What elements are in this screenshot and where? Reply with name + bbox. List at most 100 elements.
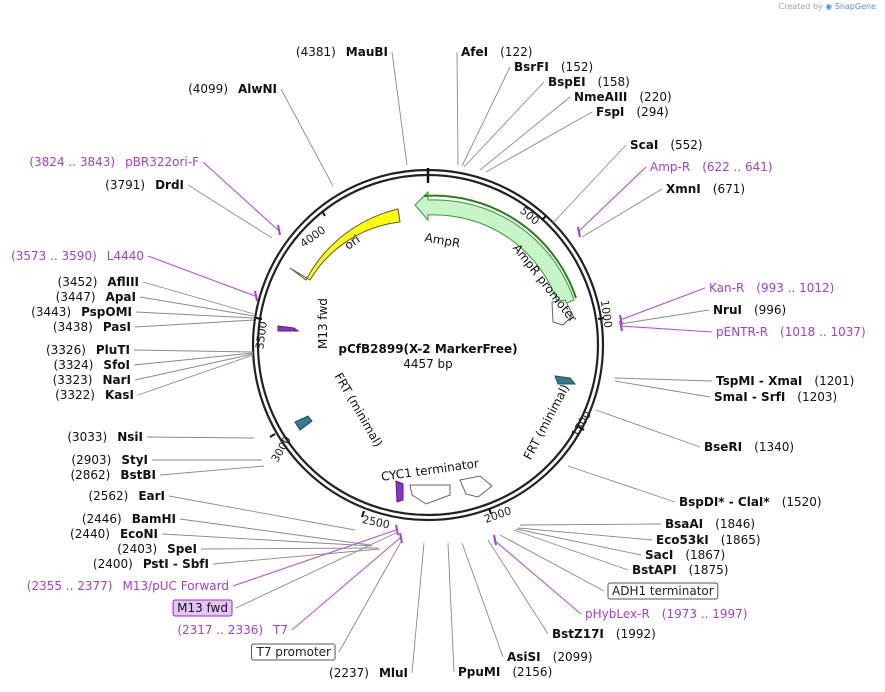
tick-mark (361, 510, 365, 518)
frt-arrow[interactable] (554, 375, 577, 385)
site-label-text: Kan-R(993 .. 1012) (709, 281, 834, 295)
enzyme-site-label[interactable]: (3447) ApaI (56, 290, 136, 304)
feature-label-box[interactable]: T7 promoter (251, 643, 336, 661)
site-position: (3447) (56, 290, 96, 304)
feature-ampr[interactable]: AmpR (414, 190, 577, 307)
primer-label[interactable]: (3824 .. 3843)pBR322ori-F (29, 155, 199, 169)
site-position: (1201) (814, 374, 854, 388)
enzyme-site-label[interactable]: FspI(294) (596, 105, 669, 119)
enzyme-site-label[interactable]: AsiSI(2099) (507, 650, 593, 664)
site-name: EarI (138, 489, 165, 503)
feature-label-box[interactable]: M13 fwd (172, 599, 233, 617)
enzyme-site-label[interactable]: (2237)MluI (329, 666, 408, 680)
enzyme-site-label[interactable]: (2446)BamHI (82, 512, 176, 526)
enzyme-site-label[interactable]: PpuMI(2156) (458, 665, 552, 679)
enzyme-site-label[interactable]: (4381)MauBI (296, 45, 388, 59)
tick-mark (255, 317, 263, 320)
feature-m13-fwd-inner[interactable]: M13 fwd (277, 298, 330, 349)
site-position: (2562) (88, 489, 128, 503)
primer-label[interactable]: Kan-R(993 .. 1012) (709, 281, 834, 295)
primer-label[interactable]: Amp-R(622 .. 641) (650, 160, 773, 174)
enzyme-site-label[interactable]: TspMI - XmaI(1201) (716, 374, 854, 388)
enzyme-site-label[interactable]: (2440)EcoNI (70, 527, 158, 541)
site-position: (2317 .. 2336) (177, 623, 263, 637)
feature-cyc1-terminator[interactable]: CYC1 terminator (380, 456, 493, 505)
frt-arrow[interactable] (294, 415, 313, 431)
enzyme-site-label[interactable]: (3326)PluTI (46, 343, 130, 357)
enzyme-site-label[interactable]: (3323)NarI (53, 373, 131, 387)
enzyme-site-label[interactable]: (2562) EarI (88, 489, 165, 503)
enzyme-site-label[interactable]: XmnI(671) (666, 182, 745, 196)
site-position: (3824 .. 3843) (29, 155, 115, 169)
leader-line (280, 88, 334, 187)
enzyme-site-label[interactable]: BstZ17I(1992) (552, 627, 656, 641)
leader-line (212, 548, 381, 565)
feature-label-box[interactable]: ADH1 terminator (607, 582, 719, 600)
primer-label[interactable]: (3573 .. 3590)L4440 (11, 249, 144, 263)
leader-line (291, 537, 401, 631)
site-label-text: FspI(294) (596, 105, 669, 119)
site-name: BstZ17I (552, 627, 604, 641)
site-position: (3791) (105, 178, 145, 192)
enzyme-site-label[interactable]: (3324)SfoI (54, 358, 130, 372)
site-name: Eco53kI (656, 533, 709, 547)
primer-label[interactable]: pHybLex-R(1973 .. 1997) (585, 607, 747, 621)
enzyme-site-label[interactable]: (3322)KasI (55, 388, 134, 402)
enzyme-site-label[interactable]: BsaAI(1846) (665, 517, 755, 531)
primer-label[interactable]: (2355 .. 2377)M13/pUC Forward (27, 579, 229, 593)
site-position: (3452) (58, 275, 98, 289)
feature-label-frt: FRT (minimal) (521, 382, 572, 462)
cyc1-arrow-right[interactable] (459, 475, 493, 498)
enzyme-site-label[interactable]: (3438)PasI (53, 320, 131, 334)
label-box (607, 582, 719, 600)
primer-label[interactable]: (2317 .. 2336)T7 (177, 623, 288, 637)
enzyme-site-label[interactable]: NmeAIII(220) (574, 90, 672, 104)
enzyme-site-label[interactable]: BstAPI(1875) (632, 563, 728, 577)
ori-arrow[interactable] (289, 208, 401, 281)
enzyme-site-label[interactable]: SmaI - SrfI(1203) (714, 390, 837, 404)
feature-name: T7 promoter (256, 645, 332, 659)
site-label-text: (2862)BstBI (70, 468, 156, 482)
enzyme-site-label[interactable]: BspEI(158) (548, 75, 630, 89)
enzyme-site-label[interactable]: (4099)AlwNI (188, 82, 277, 96)
site-label-text: (3443)PspOMI (31, 305, 132, 319)
tick-mark (488, 507, 492, 515)
enzyme-site-label[interactable]: (3033)NsiI (67, 430, 143, 444)
cyc1-arrow-left[interactable] (409, 484, 451, 505)
enzyme-site-label[interactable]: AfeI(122) (461, 45, 532, 59)
enzyme-site-label[interactable]: (2400)PstI - SbfI (93, 557, 209, 571)
site-name: BsaAI (665, 517, 703, 531)
primer-label[interactable]: pENTR-R(1018 .. 1037) (716, 325, 866, 339)
site-label-text: (2237)MluI (329, 666, 408, 680)
enzyme-site-label[interactable]: (2403)SpeI (117, 542, 197, 556)
enzyme-site-label[interactable]: (3452)AflIII (58, 275, 139, 289)
enzyme-site-label[interactable]: SacI(1867) (645, 548, 725, 562)
enzyme-site-label[interactable]: (2862)BstBI (70, 468, 156, 482)
site-label-text: (3322)KasI (55, 388, 134, 402)
enzyme-site-label[interactable]: BseRI(1340) (704, 440, 794, 454)
site-name: SmaI - SrfI (714, 390, 785, 404)
m13-fwd-arrow[interactable] (277, 325, 300, 332)
site-label-text: BsrFI(152) (514, 60, 593, 74)
enzyme-site-label[interactable]: Eco53kI(1865) (656, 533, 761, 547)
site-name: BspDI* - ClaI* (679, 495, 770, 509)
site-name: ApaI (106, 290, 136, 304)
enzyme-site-label[interactable]: NruI(996) (713, 303, 786, 317)
site-position: (1520) (782, 495, 822, 509)
tick-label: 2000 (482, 504, 513, 526)
enzyme-site-label[interactable]: ScaI(552) (630, 138, 703, 152)
tick-mark (321, 210, 326, 217)
tick-label: 3500 (253, 321, 270, 351)
feature-frt-1[interactable]: FRT (minimal) (521, 375, 577, 462)
tick-label: 3000 (269, 434, 294, 465)
enzyme-site-label[interactable]: BsrFI(152) (514, 60, 593, 74)
site-label-text: (2317 .. 2336)T7 (177, 623, 288, 637)
feature-frt-2[interactable]: FRT (minimal) (294, 370, 385, 449)
site-label-text: pHybLex-R(1973 .. 1997) (585, 607, 747, 621)
enzyme-site-label[interactable]: (3443)PspOMI (31, 305, 132, 319)
enzyme-site-label[interactable]: (2903)StyI (71, 453, 148, 467)
enzyme-site-label[interactable]: BspDI* - ClaI* (1520) (679, 495, 822, 509)
site-position: (3326) (46, 343, 86, 357)
ampr-promoter-arrow[interactable] (551, 299, 574, 326)
enzyme-site-label[interactable]: (3791)DrdI (105, 178, 184, 192)
